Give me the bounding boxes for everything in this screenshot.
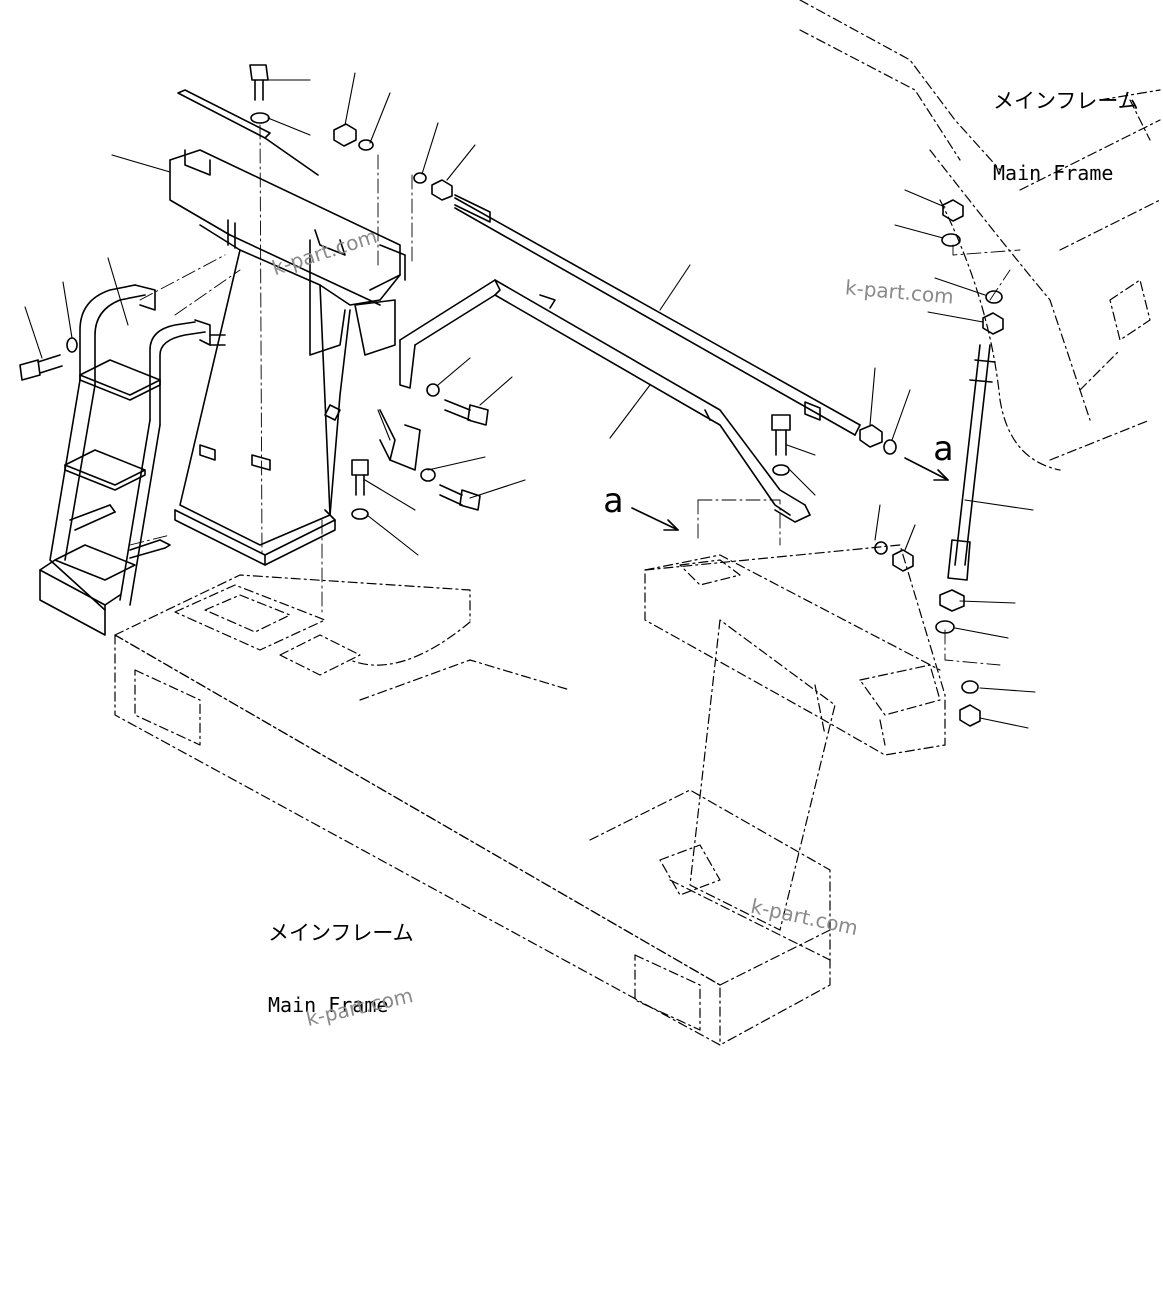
main-frame-label-bottom-en: Main Frame	[268, 993, 389, 1017]
tie-rod	[454, 194, 861, 436]
callout-a-left: a	[603, 481, 624, 521]
arrow-a-right	[904, 457, 949, 481]
callout-a-right: a	[933, 429, 954, 469]
main-frame-outline	[114, 0, 1161, 1046]
cover-plate	[177, 89, 319, 176]
center-lines	[129, 124, 1021, 666]
main-frame-label-top: メインフレーム Main Frame	[993, 41, 1139, 233]
vertical-rod	[947, 344, 996, 581]
ladder	[39, 284, 226, 636]
leader-lines	[24, 72, 1036, 729]
support-post	[169, 149, 406, 566]
fasteners	[19, 64, 1004, 727]
main-frame-label-bottom-jp: メインフレーム	[268, 921, 414, 945]
main-frame-label-bottom: メインフレーム Main Frame	[268, 873, 414, 1065]
angle-bracket	[379, 409, 421, 471]
arrow-a-left	[631, 507, 679, 531]
main-frame-label-top-en: Main Frame	[993, 161, 1114, 185]
main-frame-label-top-jp: メインフレーム	[993, 89, 1139, 113]
